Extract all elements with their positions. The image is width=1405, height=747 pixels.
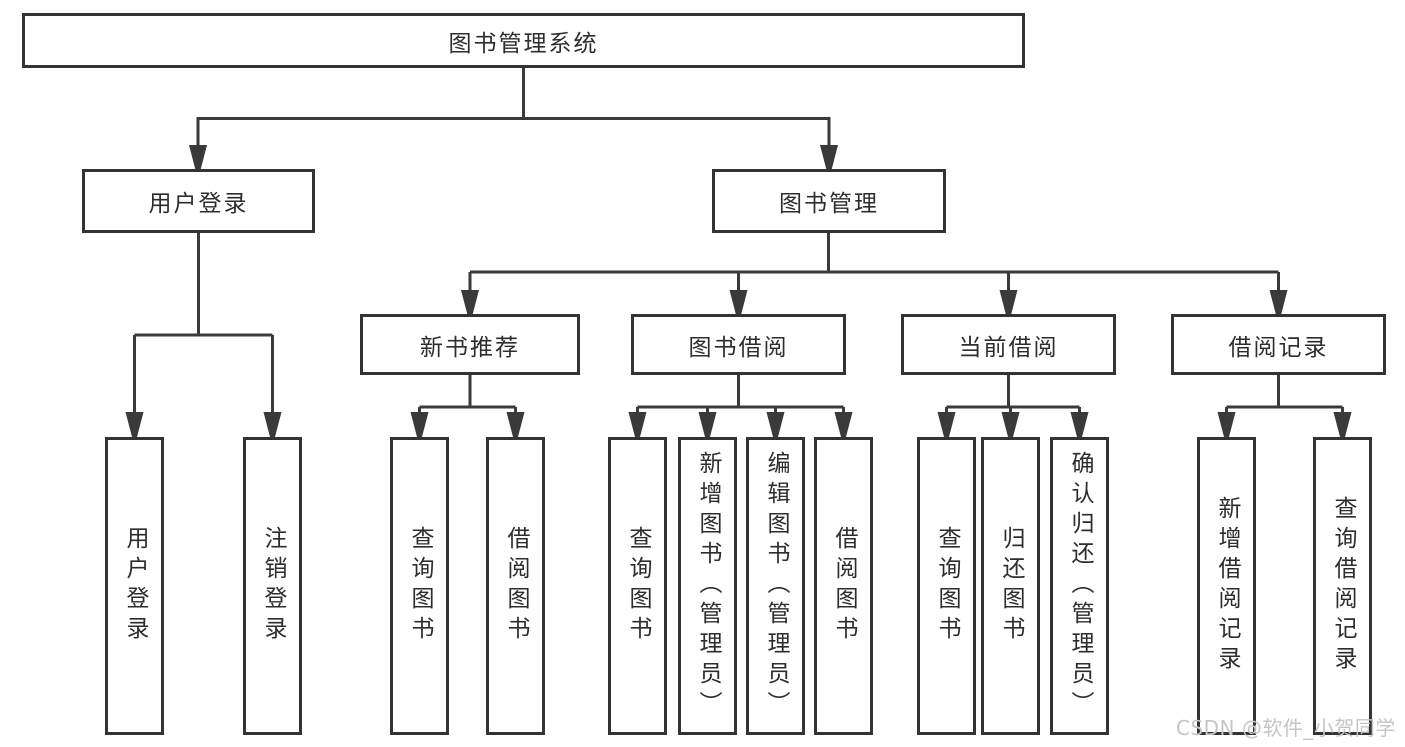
node-label: 查询图书 — [407, 526, 433, 646]
node-book-borrowing: 图书借阅 — [631, 314, 846, 375]
node-library-system: 图书管理系统 — [22, 13, 1025, 68]
node-label: 借阅记录 — [1228, 334, 1329, 361]
leaf-records-add-record: 新增借阅记录 — [1197, 437, 1256, 735]
node-label: 查询图书 — [934, 526, 960, 646]
node-book-management: 图书管理 — [712, 169, 946, 233]
leaf-borrowing-borrow-books: 借阅图书 — [814, 437, 873, 735]
node-label: 借阅图书 — [831, 526, 857, 646]
node-label: 借阅图书 — [503, 526, 529, 646]
node-borrowing-records: 借阅记录 — [1171, 314, 1386, 375]
node-label: 查询图书 — [625, 526, 651, 646]
node-new-book-recommend: 新书推荐 — [360, 314, 580, 375]
node-label: 用户登录 — [148, 191, 249, 217]
node-label: 注销登录 — [260, 526, 286, 646]
leaf-borrowing-add-books-admin: 新增图书（管理员） — [678, 437, 737, 735]
node-user-login: 用户登录 — [82, 169, 315, 233]
leaf-user-login: 用户登录 — [105, 437, 164, 735]
leaf-current-confirm-return-admin: 确认归还（管理员） — [1050, 437, 1109, 735]
node-label: 确认归还（管理员） — [1067, 451, 1093, 721]
node-label: 归还图书 — [998, 526, 1024, 646]
leaf-borrowing-edit-books-admin: 编辑图书（管理员） — [746, 437, 805, 735]
arrowheads — [125, 145, 1352, 437]
node-label: 编辑图书（管理员） — [763, 451, 789, 721]
node-label: 图书管理系统 — [448, 30, 599, 57]
csdn-watermark: CSDN @软件_小贺同学 — [1176, 716, 1396, 740]
node-label: 图书管理 — [779, 191, 879, 217]
node-label: 新增图书（管理员） — [695, 451, 721, 721]
node-current-borrowing: 当前借阅 — [901, 314, 1116, 375]
leaf-borrowing-query-books: 查询图书 — [608, 437, 667, 735]
leaf-current-return-books: 归还图书 — [981, 437, 1040, 735]
node-label: 当前借阅 — [958, 334, 1059, 361]
leaf-logout: 注销登录 — [243, 437, 302, 735]
leaf-records-query-record: 查询借阅记录 — [1313, 437, 1372, 735]
leaf-newbook-borrow-books: 借阅图书 — [486, 437, 545, 735]
node-label: 图书借阅 — [688, 334, 789, 361]
node-label: 用户登录 — [122, 526, 148, 646]
leaf-newbook-query-books: 查询图书 — [390, 437, 449, 735]
node-label: 新增借阅记录 — [1214, 496, 1240, 676]
node-label: 新书推荐 — [420, 334, 520, 361]
node-label: 查询借阅记录 — [1330, 496, 1356, 676]
leaf-current-query-books: 查询图书 — [917, 437, 976, 735]
